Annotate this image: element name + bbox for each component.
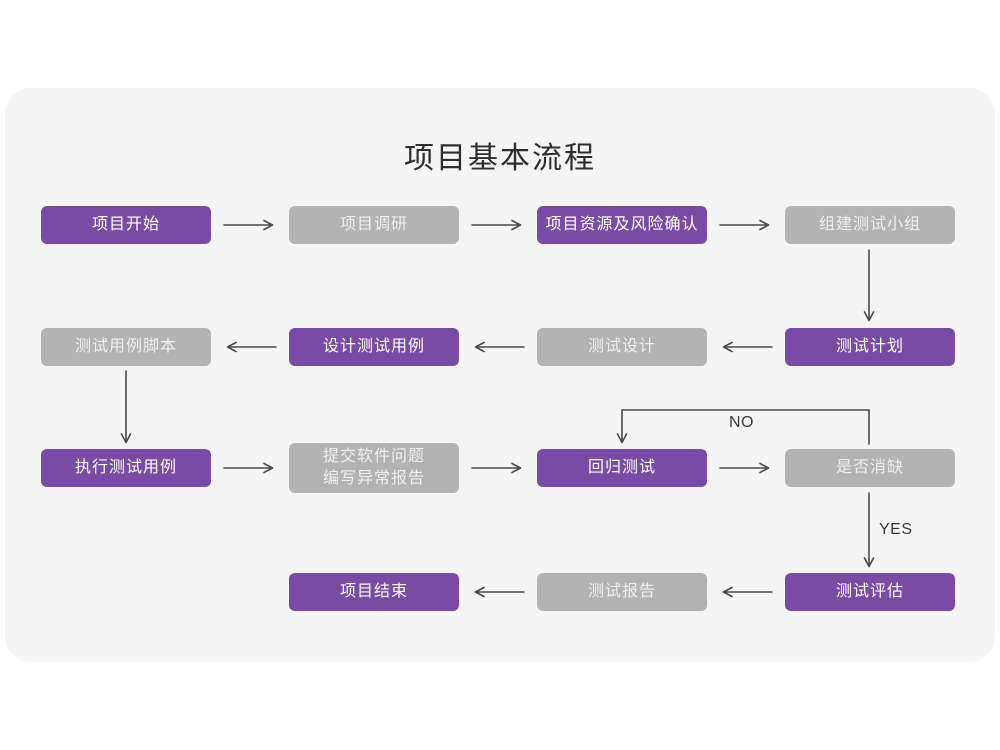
- node-submit-defect-report[interactable]: 提交软件问题 编写异常报告: [289, 443, 459, 493]
- node-build-test-team[interactable]: 组建测试小组: [785, 206, 955, 244]
- node-resource-risk-confirm[interactable]: 项目资源及风险确认: [537, 206, 707, 244]
- node-execute-test-case[interactable]: 执行测试用例: [41, 449, 211, 487]
- edge-label-yes: YES: [879, 521, 913, 538]
- node-test-case-script[interactable]: 测试用例脚本: [41, 328, 211, 366]
- node-defect-resolved-decision[interactable]: 是否消缺: [785, 449, 955, 487]
- node-project-research[interactable]: 项目调研: [289, 206, 459, 244]
- page-title: 项目基本流程: [404, 142, 596, 175]
- node-test-evaluation[interactable]: 测试评估: [785, 573, 955, 611]
- node-design-test-case[interactable]: 设计测试用例: [289, 328, 459, 366]
- edge-label-no: NO: [729, 414, 754, 431]
- node-test-report[interactable]: 测试报告: [537, 573, 707, 611]
- node-regression-test[interactable]: 回归测试: [537, 449, 707, 487]
- node-test-plan[interactable]: 测试计划: [785, 328, 955, 366]
- diagram-panel: [5, 88, 995, 662]
- node-project-end[interactable]: 项目结束: [289, 573, 459, 611]
- node-project-start[interactable]: 项目开始: [41, 206, 211, 244]
- node-test-design[interactable]: 测试设计: [537, 328, 707, 366]
